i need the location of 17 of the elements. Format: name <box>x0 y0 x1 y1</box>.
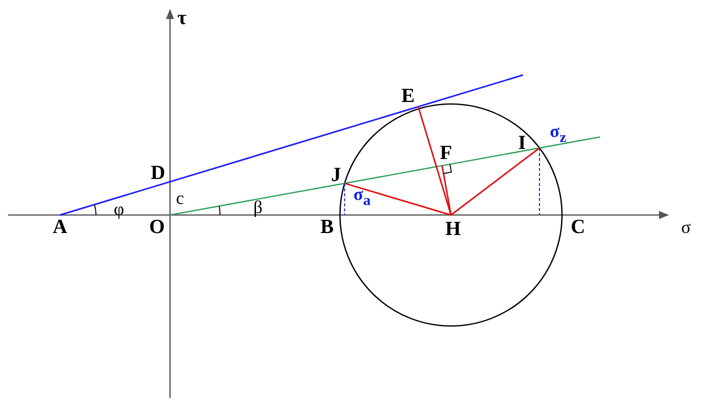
axis-label: σ <box>681 218 691 236</box>
stress-label: σ$_{z}$ <box>550 122 566 146</box>
point-label: A <box>52 217 68 237</box>
point-label: F <box>440 143 452 163</box>
point-label: O <box>149 217 165 237</box>
axis-label: τ <box>177 8 187 28</box>
angle-label: φ <box>114 200 124 218</box>
angle-label: β <box>253 198 263 216</box>
point-label: B <box>320 217 334 237</box>
point-label: H <box>445 219 461 239</box>
stress-label: σ$_{a}$ <box>353 185 371 209</box>
point-label: J <box>331 165 341 185</box>
variable-label: c <box>176 189 184 207</box>
point-label: C <box>570 217 586 237</box>
point-label: I <box>518 133 526 153</box>
point-label: D <box>150 163 166 183</box>
point-label: E <box>401 86 415 106</box>
